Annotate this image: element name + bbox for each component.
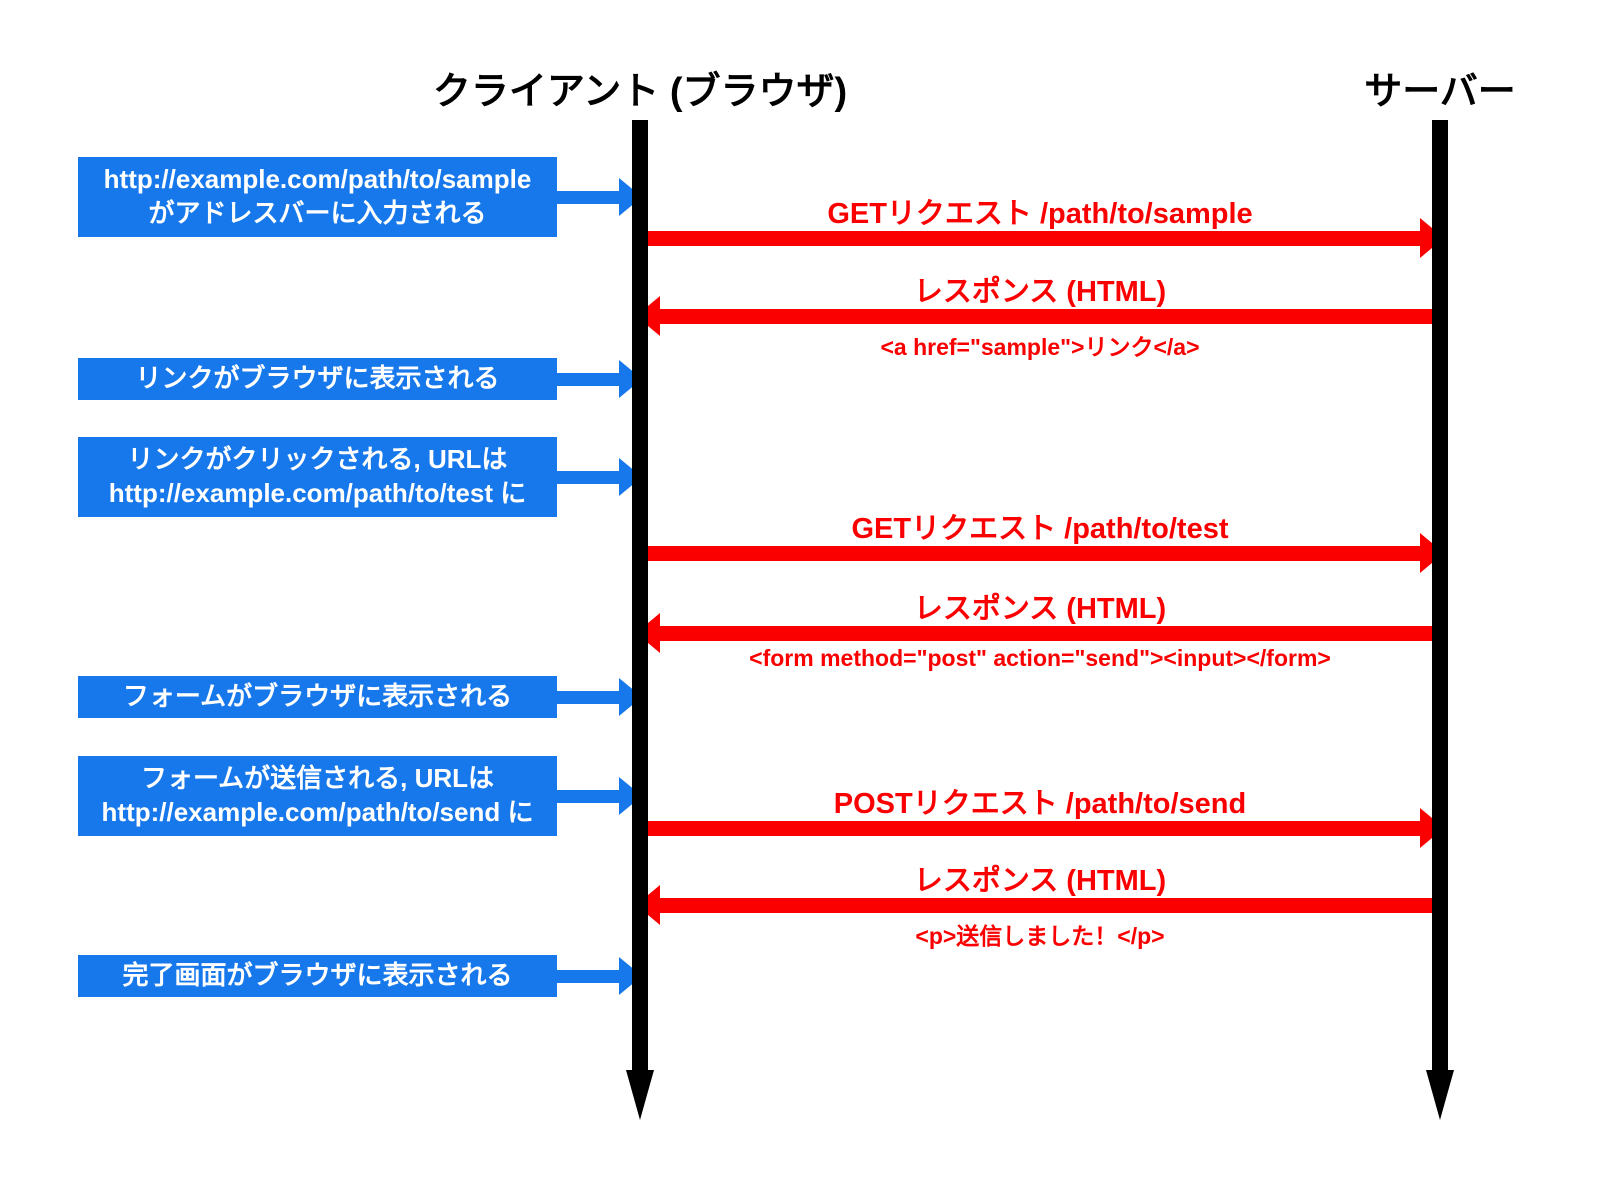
message-label: レスポンス (HTML)	[913, 276, 1167, 308]
event-text-line: http://example.com/path/to/test に	[108, 478, 527, 508]
event-text-line: がアドレスバーに入力される	[148, 198, 487, 228]
server-lifeline-title: サーバー	[1364, 71, 1516, 113]
message-arrow-shaft	[660, 626, 1444, 641]
server-lifeline	[1432, 120, 1448, 1070]
event-box-url-entered: http://example.com/path/to/sample がアドレスバ…	[78, 157, 557, 237]
message-arrow-shaft	[660, 309, 1444, 324]
event-box-form-submitted: フォームが送信される, URLは http://example.com/path…	[78, 756, 557, 836]
message-code: <form method="post" action="send"><input…	[749, 645, 1331, 671]
event-text-line: リンクがブラウザに表示される	[135, 363, 500, 394]
client-lifeline-arrow-down-icon	[626, 1070, 654, 1120]
message-label: GETリクエスト /path/to/test	[851, 513, 1229, 545]
server-lifeline-arrow-down-icon	[1426, 1070, 1454, 1120]
event-box-link-clicked: リンクがクリックされる, URLは http://example.com/pat…	[78, 437, 557, 517]
message-arrow-shaft	[636, 231, 1420, 246]
event-text-line: リンクがクリックされる, URLは	[127, 444, 508, 475]
event-arrow-shaft	[557, 471, 619, 484]
event-text-line: フォームが送信される, URLは	[140, 763, 495, 794]
event-arrow-shaft	[557, 790, 619, 803]
event-arrow-shaft	[557, 970, 619, 983]
event-text-line: http://example.com/path/to/sample	[103, 164, 532, 195]
message-arrow-shaft	[636, 546, 1420, 561]
event-box-form-displayed: フォームがブラウザに表示される	[78, 676, 557, 718]
message-arrow-shaft	[636, 821, 1420, 836]
message-code: <a href="sample">リンク</a>	[880, 334, 1200, 360]
event-arrow-shaft	[557, 373, 619, 386]
message-label: GETリクエスト /path/to/sample	[827, 198, 1253, 230]
client-lifeline	[632, 120, 648, 1070]
message-arrow-shaft	[660, 898, 1444, 913]
event-arrow-shaft	[557, 691, 619, 704]
message-code: <p>送信しました！</p>	[915, 923, 1165, 949]
event-box-link-displayed: リンクがブラウザに表示される	[78, 358, 557, 400]
client-lifeline-title: クライアント (ブラウザ)	[432, 71, 848, 113]
event-text-line: 完了画面がブラウザに表示される	[122, 960, 513, 991]
message-label: レスポンス (HTML)	[913, 593, 1167, 625]
message-label: レスポンス (HTML)	[913, 865, 1167, 897]
event-text-line: フォームがブラウザに表示される	[122, 681, 513, 712]
event-text-line: http://example.com/path/to/send に	[101, 797, 534, 827]
event-box-complete-displayed: 完了画面がブラウザに表示される	[78, 955, 557, 997]
event-arrow-shaft	[557, 191, 619, 204]
message-label: POSTリクエスト /path/to/send	[833, 788, 1247, 820]
